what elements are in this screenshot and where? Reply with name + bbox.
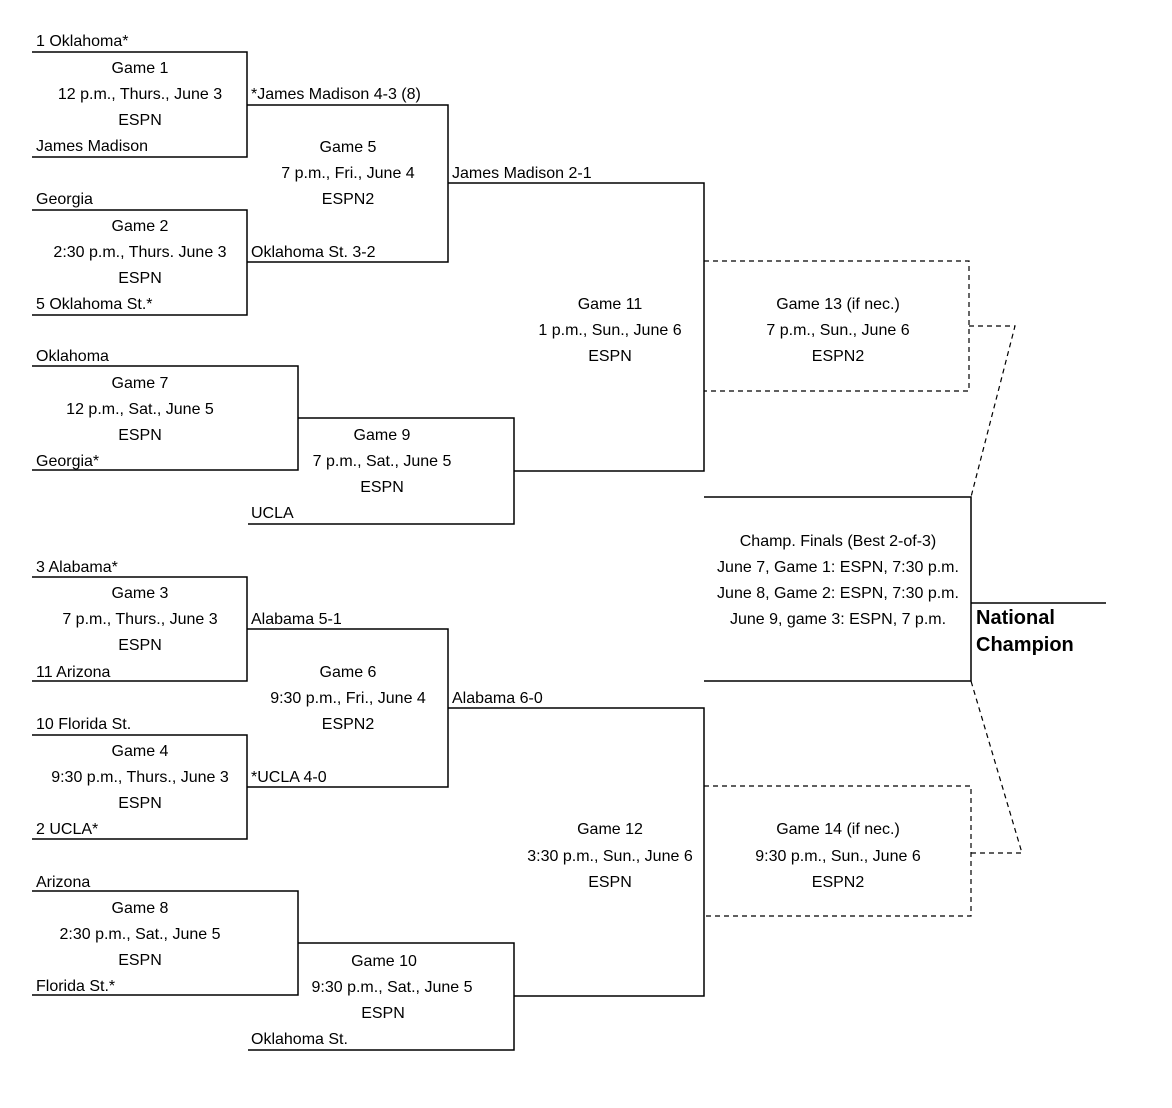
game3-bottom-team: 11 Arizona <box>36 664 111 681</box>
game5-top-team: *James Madison 4-3 (8) <box>251 86 421 103</box>
game11-connector <box>448 182 705 472</box>
game12-tv: ESPN <box>588 874 632 891</box>
game9-title: Game 9 <box>354 427 411 444</box>
game14-tv: ESPN2 <box>812 874 865 891</box>
game3-title: Game 3 <box>112 585 169 602</box>
national-champion-label-line2: Champion <box>976 634 1074 656</box>
game4-bottom-team: 2 UCLA* <box>36 821 98 838</box>
game11-title: Game 11 <box>578 296 643 313</box>
game11-top-team: James Madison 2-1 <box>452 165 592 182</box>
game14-title: Game 14 (if nec.) <box>776 821 900 838</box>
game8-tv: ESPN <box>118 952 162 969</box>
game11-time: 1 p.m., Sun., June 6 <box>538 322 681 339</box>
game2-top-team: Georgia <box>36 191 93 208</box>
if-necessary-lines <box>704 260 1023 917</box>
game14-time: 9:30 p.m., Sun., June 6 <box>755 848 921 865</box>
game9-tv: ESPN <box>360 479 404 496</box>
game5-connector <box>247 104 449 263</box>
game2-tv: ESPN <box>118 270 162 287</box>
game8-title: Game 8 <box>112 900 169 917</box>
game14-to-finals-line <box>970 680 1023 854</box>
game4-time: 9:30 p.m., Thurs., June 3 <box>51 769 229 786</box>
finals-game3: June 9, game 3: ESPN, 7 p.m. <box>730 611 946 628</box>
game7-bottom-team: Georgia* <box>36 453 99 470</box>
bracket-lines <box>32 51 1106 1051</box>
game5-title: Game 5 <box>320 139 377 156</box>
game6-bottom-team: *UCLA 4-0 <box>251 769 327 786</box>
game10-bottom-team: Oklahoma St. <box>251 1031 348 1048</box>
game6-title: Game 6 <box>320 664 377 681</box>
game13-time: 7 p.m., Sun., June 6 <box>766 322 909 339</box>
game6-time: 9:30 p.m., Fri., June 4 <box>270 690 426 707</box>
finals-game1: June 7, Game 1: ESPN, 7:30 p.m. <box>717 559 959 576</box>
game1-top-team: 1 Oklahoma* <box>36 33 129 50</box>
game9-time: 7 p.m., Sat., June 5 <box>313 453 452 470</box>
game4-title: Game 4 <box>112 743 169 760</box>
game8-time: 2:30 p.m., Sat., June 5 <box>60 926 221 943</box>
game5-bottom-team: Oklahoma St. 3-2 <box>251 244 376 261</box>
game10-title: Game 10 <box>351 953 417 970</box>
game6-top-team: Alabama 5-1 <box>251 611 342 628</box>
game2-time: 2:30 p.m., Thurs. June 3 <box>53 244 226 261</box>
game11-tv: ESPN <box>588 348 632 365</box>
game13-tv: ESPN2 <box>812 348 865 365</box>
game8-bottom-team: Florida St.* <box>36 978 115 995</box>
game13-to-finals-line <box>969 325 1016 498</box>
game7-title: Game 7 <box>112 375 169 392</box>
game4-tv: ESPN <box>118 795 162 812</box>
finals-game2: June 8, Game 2: ESPN, 7:30 p.m. <box>717 585 959 602</box>
game5-time: 7 p.m., Fri., June 4 <box>281 165 414 182</box>
game10-tv: ESPN <box>361 1005 405 1022</box>
game7-time: 12 p.m., Sat., June 5 <box>66 401 214 418</box>
game6-tv: ESPN2 <box>322 716 375 733</box>
game1-bottom-team: James Madison <box>36 138 148 155</box>
game12-connector <box>448 707 705 997</box>
game1-tv: ESPN <box>118 112 162 129</box>
game10-time: 9:30 p.m., Sat., June 5 <box>312 979 473 996</box>
game1-title: Game 1 <box>112 60 169 77</box>
national-champion-label-line1: National <box>976 607 1055 629</box>
game7-tv: ESPN <box>118 427 162 444</box>
game12-time: 3:30 p.m., Sun., June 6 <box>527 848 693 865</box>
game6-connector <box>247 628 449 788</box>
game3-top-team: 3 Alabama* <box>36 559 118 576</box>
game5-tv: ESPN2 <box>322 191 375 208</box>
game13-title: Game 13 (if nec.) <box>776 296 900 313</box>
game9-bottom-team: UCLA <box>251 505 294 522</box>
game2-title: Game 2 <box>112 218 169 235</box>
finals-connector <box>704 496 972 682</box>
game8-top-team: Arizona <box>36 874 90 891</box>
game3-time: 7 p.m., Thurs., June 3 <box>62 611 217 628</box>
game1-time: 12 p.m., Thurs., June 3 <box>58 86 222 103</box>
game4-top-team: 10 Florida St. <box>36 716 131 733</box>
game7-top-team: Oklahoma <box>36 348 109 365</box>
game12-top-team: Alabama 6-0 <box>452 690 543 707</box>
game2-bottom-team: 5 Oklahoma St.* <box>36 296 153 313</box>
game3-tv: ESPN <box>118 637 162 654</box>
game12-title: Game 12 <box>577 821 643 838</box>
finals-title: Champ. Finals (Best 2-of-3) <box>740 533 937 550</box>
